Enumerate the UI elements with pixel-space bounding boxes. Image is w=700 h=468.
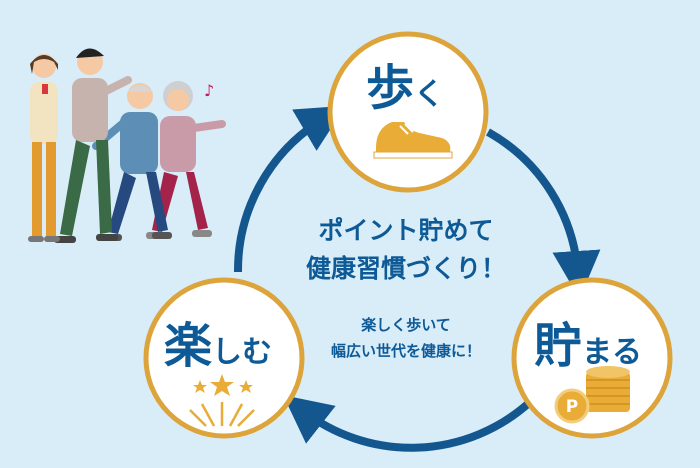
mother-figure: [28, 54, 60, 242]
center-subtext: 楽しく歩いて 幅広い世代を健康に！: [306, 312, 506, 364]
center-headline-line1: ポイント貯めて: [318, 216, 494, 245]
grandfather-figure: [92, 83, 172, 241]
point-coin: [554, 388, 590, 424]
father-figure: [54, 48, 132, 243]
node-title-save: 貯まる: [534, 306, 642, 376]
node-title-enjoy-kana: しむ: [212, 335, 273, 370]
point-coin-letter: P: [566, 397, 578, 417]
cycle-arrow-save-to-enjoy: [283, 395, 533, 452]
center-subtext-line1: 楽しく歩いて: [361, 316, 451, 334]
node-title-walk-kanji: 歩: [366, 60, 415, 116]
fireworks-icon: [189, 374, 255, 427]
node-title-save-kana: まる: [582, 335, 643, 370]
coin-stack-icon: P: [554, 366, 630, 424]
walking-family-illustration: ♪: [28, 48, 226, 243]
node-title-walk: 歩く: [366, 48, 444, 118]
node-title-walk-kana: く: [414, 77, 445, 112]
sneaker-icon: [373, 122, 453, 159]
node-circle-enjoy: [143, 277, 305, 439]
center-subtext-line2: 幅広い世代を健康に！: [330, 342, 481, 360]
node-circle-save: [511, 277, 673, 439]
center-headline-line2: 健康習慣づくり！: [305, 254, 506, 283]
music-note-icon: ♪: [204, 81, 214, 100]
node-title-enjoy-kanji: 楽: [164, 318, 213, 374]
center-headline: ポイント貯めて 健康習慣づくり！: [268, 212, 544, 288]
cycle-arrow-enjoy-to-walk: [233, 105, 346, 273]
node-title-enjoy: 楽しむ: [164, 306, 272, 376]
cycle-arrow-walk-to-save: [486, 128, 601, 299]
node-title-save-kanji: 貯: [534, 318, 583, 374]
